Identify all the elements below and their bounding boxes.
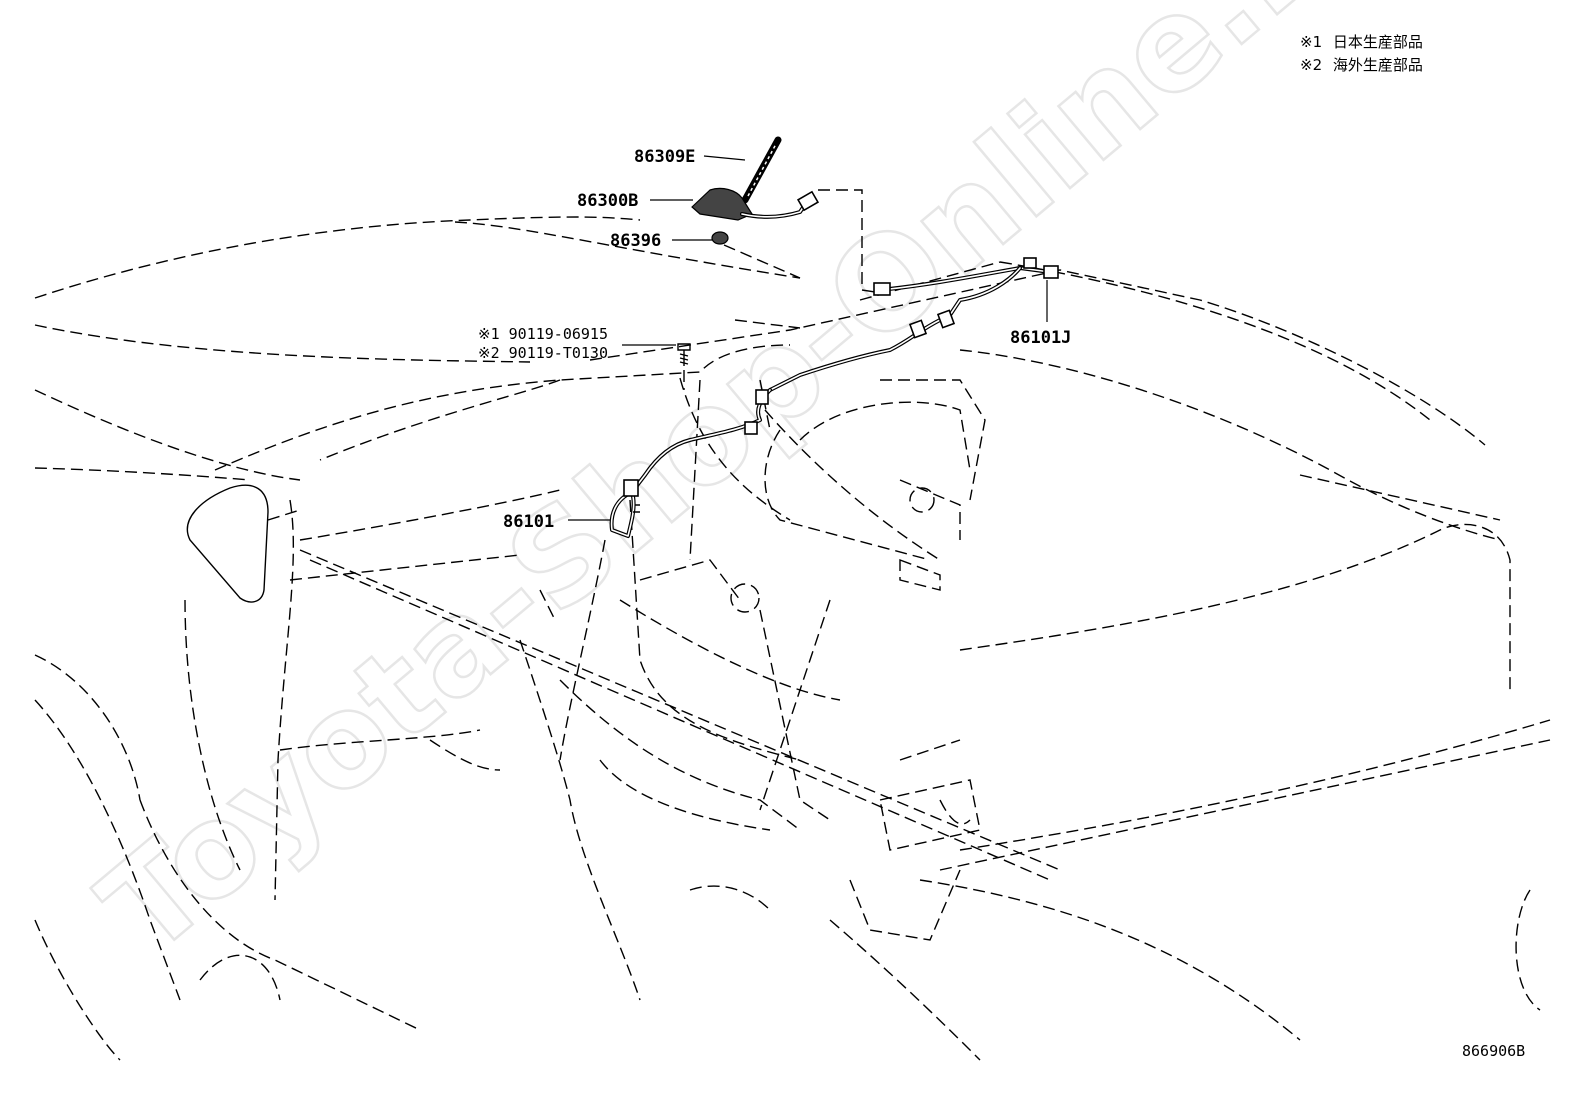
harness-link-line [818,189,876,293]
note-2-mark: ※2 [1300,56,1322,74]
leader-lines [568,155,1048,521]
harness-86101J [768,257,1059,392]
watermark: Toyota-Shop-Online.ru [74,0,1407,984]
label-bolt-2: ※2 90119-T0130 [478,344,608,362]
bolt [677,343,691,390]
note-1-mark: ※1 [1300,33,1322,51]
antenna-rod-86309E [741,136,782,204]
grommet-86396 [711,231,801,279]
note-2: ※2 海外生産部品 [1300,56,1423,74]
vehicle-outline [34,216,1551,1061]
harness-86101 [609,388,772,538]
note-1-text: 日本生産部品 [1333,33,1423,51]
diagram-code: 866906B [1462,1042,1525,1060]
note-1: ※1 日本生産部品 [1300,33,1423,51]
label-86101: 86101 [503,512,554,532]
label-86396: 86396 [610,231,661,251]
label-86300B: 86300B [577,191,638,211]
production-notes: ※1 日本生産部品 ※2 海外生産部品 [1300,33,1423,74]
antenna-base-86300B [691,187,820,221]
label-86309E: 86309E [634,147,695,167]
label-86101J: 86101J [1010,328,1071,348]
part-labels: 86309E 86300B 86396 ※1 90119-06915 ※2 90… [478,147,1071,532]
note-2-text: 海外生産部品 [1333,56,1423,74]
label-bolt-1: ※1 90119-06915 [478,325,608,343]
